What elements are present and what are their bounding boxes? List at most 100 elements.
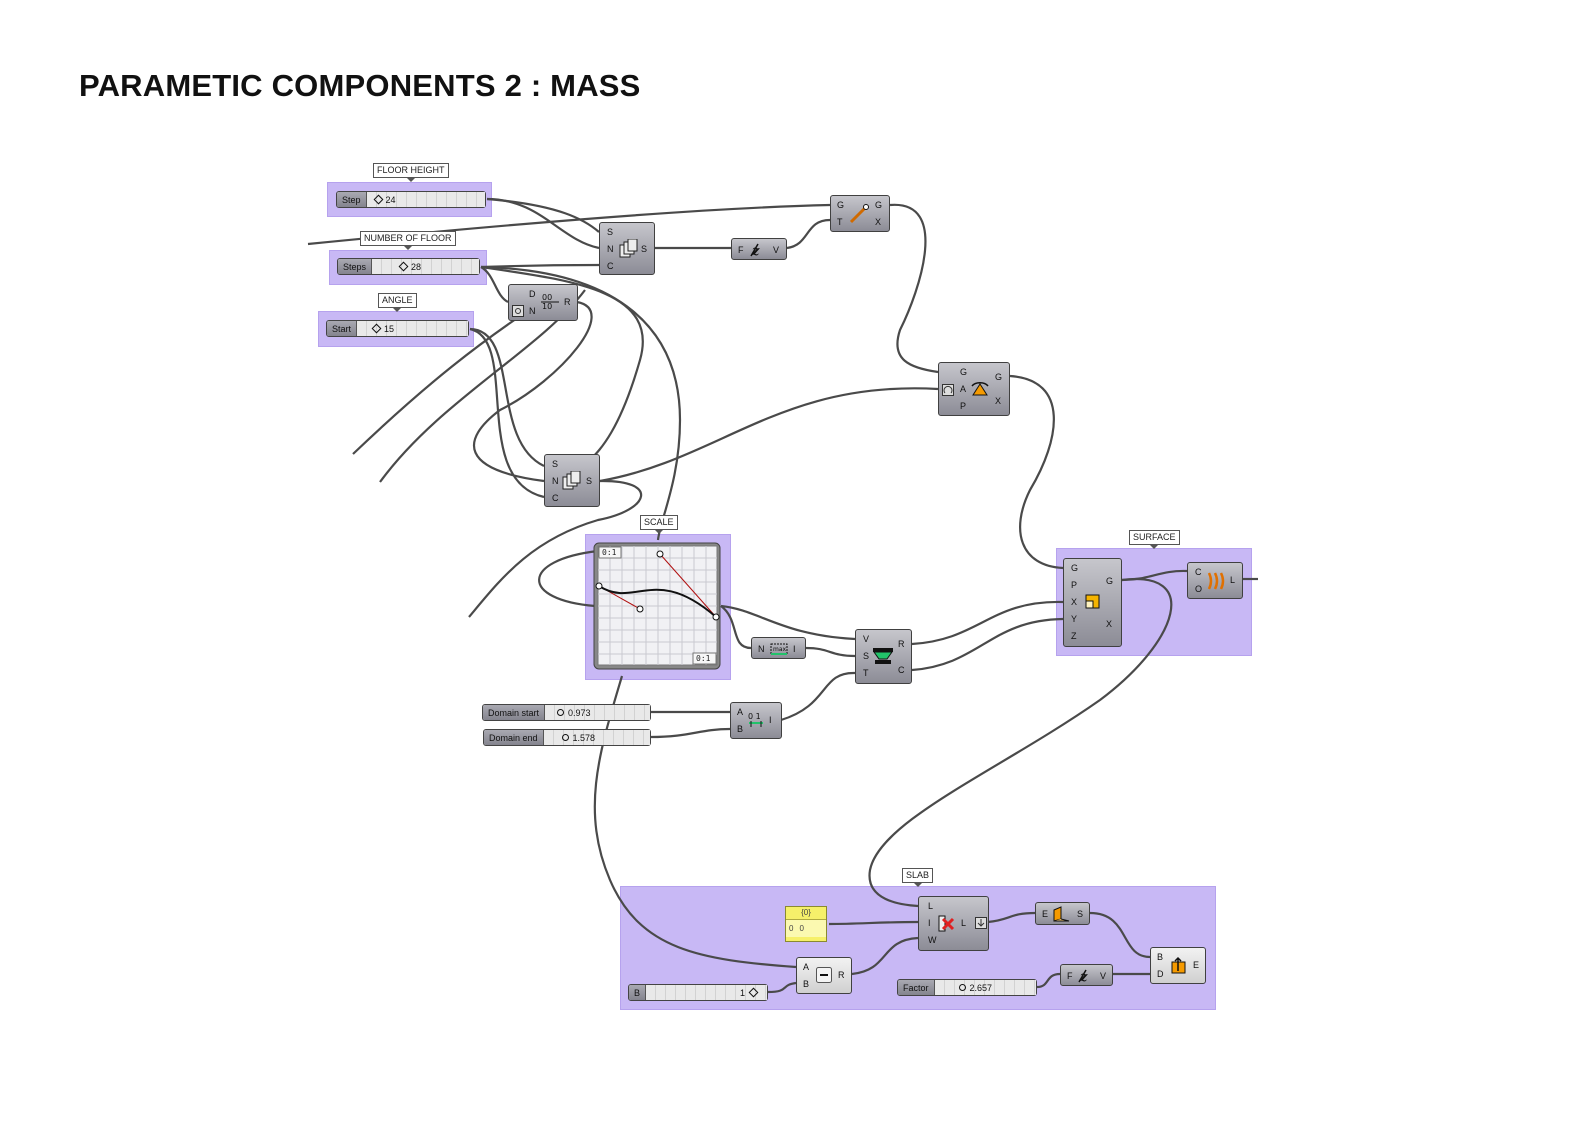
port-i-out[interactable]: I bbox=[769, 715, 772, 725]
port-f[interactable]: F bbox=[1067, 971, 1073, 981]
expression-component-top[interactable]: F V z bbox=[731, 238, 787, 260]
port-b[interactable]: B bbox=[1157, 952, 1164, 962]
port-a[interactable]: A bbox=[737, 707, 744, 717]
port-v[interactable]: V bbox=[863, 634, 870, 644]
domain-start-slider[interactable]: Domain start 0.973 bbox=[482, 704, 651, 721]
graph-mapper[interactable]: 0:1 0:1 bbox=[585, 534, 729, 676]
extrude-edges-component[interactable]: E S bbox=[1035, 902, 1090, 925]
list-panel[interactable]: {0} 0 0 bbox=[785, 906, 827, 942]
slider-track[interactable]: 2.657 bbox=[934, 980, 1036, 995]
port-c[interactable]: C bbox=[552, 493, 559, 503]
slider-label: Steps bbox=[338, 259, 373, 274]
port-r-out[interactable]: R bbox=[838, 970, 845, 980]
slider-knob-icon[interactable] bbox=[748, 987, 759, 998]
port-n[interactable]: N bbox=[529, 306, 536, 316]
port-r-out[interactable]: R bbox=[898, 639, 905, 649]
slider-knob-icon[interactable] bbox=[373, 194, 383, 205]
loft-component[interactable]: C O L bbox=[1187, 562, 1243, 599]
port-l[interactable]: L bbox=[928, 901, 934, 911]
port-e-out[interactable]: E bbox=[1193, 960, 1200, 970]
port-t[interactable]: T bbox=[837, 217, 843, 227]
port-t[interactable]: T bbox=[863, 668, 869, 678]
port-n[interactable]: N bbox=[607, 244, 614, 254]
port-s[interactable]: S bbox=[863, 651, 870, 661]
port-e[interactable]: E bbox=[1042, 909, 1049, 919]
slider-track[interactable]: 1 bbox=[646, 985, 767, 1000]
slider-knob-icon[interactable] bbox=[557, 709, 565, 716]
domain-end-slider[interactable]: Domain end 1.578 bbox=[483, 729, 651, 746]
port-f[interactable]: F bbox=[738, 245, 744, 255]
port-a[interactable]: A bbox=[803, 962, 810, 972]
port-x-out[interactable]: X bbox=[995, 396, 1002, 406]
port-l-out[interactable]: L bbox=[1230, 575, 1236, 585]
port-d[interactable]: D bbox=[1157, 969, 1164, 979]
port-g[interactable]: G bbox=[1071, 563, 1079, 573]
port-i[interactable]: I bbox=[928, 918, 931, 928]
port-c[interactable]: C bbox=[1195, 567, 1202, 577]
port-b[interactable]: B bbox=[737, 724, 744, 734]
port-c[interactable]: C bbox=[607, 261, 614, 271]
port-s-out[interactable]: S bbox=[1077, 909, 1084, 919]
number-of-floor-slider[interactable]: Steps 28 bbox=[337, 258, 480, 275]
port-l-out[interactable]: L bbox=[961, 918, 967, 928]
port-p[interactable]: P bbox=[1071, 580, 1078, 590]
list-item-component[interactable]: L I W L bbox=[918, 896, 989, 951]
port-g[interactable]: G bbox=[960, 367, 968, 377]
b-slider[interactable]: B 1 bbox=[628, 984, 768, 1001]
port-s[interactable]: S bbox=[607, 227, 614, 237]
extrude-component[interactable]: B D E bbox=[1150, 947, 1206, 984]
expression-component-bottom[interactable]: F V z bbox=[1060, 964, 1113, 986]
port-r[interactable]: R bbox=[564, 297, 571, 307]
move-component[interactable]: G T G X bbox=[830, 195, 890, 232]
port-s-out[interactable]: S bbox=[641, 244, 648, 254]
port-d[interactable]: D bbox=[529, 289, 536, 299]
series-component-top[interactable]: S N C S bbox=[599, 222, 655, 275]
rotate-component[interactable]: G A P G X bbox=[938, 362, 1010, 416]
port-x[interactable]: X bbox=[1071, 597, 1078, 607]
slider-knob-icon[interactable] bbox=[561, 734, 569, 741]
port-y[interactable]: Y bbox=[1071, 614, 1078, 624]
port-c-out[interactable]: C bbox=[898, 665, 905, 675]
svg-text:z: z bbox=[751, 244, 760, 258]
slider-track[interactable]: 24 bbox=[366, 192, 485, 207]
port-n[interactable]: N bbox=[552, 476, 559, 486]
slider-knob-icon[interactable] bbox=[398, 261, 409, 272]
bounds-component[interactable]: N I max bbox=[751, 637, 806, 659]
slider-knob-icon[interactable] bbox=[958, 984, 966, 991]
scale-nu-component[interactable]: G P X Y Z G X bbox=[1063, 558, 1122, 647]
port-g[interactable]: G bbox=[837, 200, 845, 210]
port-v[interactable]: V bbox=[773, 245, 780, 255]
port-x-out[interactable]: X bbox=[875, 217, 882, 227]
factor-slider[interactable]: Factor 2.657 bbox=[897, 979, 1037, 996]
remap-numbers-component[interactable]: V S T R C bbox=[855, 629, 912, 684]
port-i-out[interactable]: I bbox=[793, 644, 796, 654]
slider-track[interactable]: 15 bbox=[357, 321, 468, 336]
port-s-out[interactable]: S bbox=[586, 476, 593, 486]
angle-slider[interactable]: Start 15 bbox=[326, 320, 469, 337]
port-s[interactable]: S bbox=[552, 459, 559, 469]
port-b[interactable]: B bbox=[803, 979, 810, 989]
slider-track[interactable]: 28 bbox=[372, 259, 479, 274]
port-w[interactable]: W bbox=[928, 935, 937, 945]
port-p[interactable]: P bbox=[960, 401, 967, 411]
port-v-out[interactable]: V bbox=[1100, 971, 1107, 981]
port-o[interactable]: O bbox=[1195, 584, 1203, 594]
series-component-mid[interactable]: S N C S bbox=[544, 454, 600, 507]
port-n[interactable]: N bbox=[758, 644, 765, 654]
subtraction-component[interactable]: A B R bbox=[796, 957, 852, 994]
port-x-out[interactable]: X bbox=[1106, 619, 1113, 629]
port-a[interactable]: A bbox=[960, 384, 967, 394]
bounds-icon: max bbox=[770, 643, 788, 655]
slider-track[interactable]: 0.973 bbox=[545, 705, 650, 720]
floor-height-slider[interactable]: Step 24 bbox=[336, 191, 486, 208]
expression-icon: z bbox=[750, 243, 760, 258]
slider-knob-icon[interactable] bbox=[371, 323, 382, 334]
port-z[interactable]: Z bbox=[1071, 631, 1077, 641]
graph-mapper-canvas[interactable]: 0:1 0:1 bbox=[585, 534, 729, 676]
port-g-out[interactable]: G bbox=[995, 372, 1003, 382]
port-g-out[interactable]: G bbox=[1106, 576, 1114, 586]
slider-track[interactable]: 1.578 bbox=[543, 730, 650, 745]
port-g-out[interactable]: G bbox=[875, 200, 883, 210]
construct-domain-component[interactable]: A B I 0 1 bbox=[730, 702, 782, 739]
